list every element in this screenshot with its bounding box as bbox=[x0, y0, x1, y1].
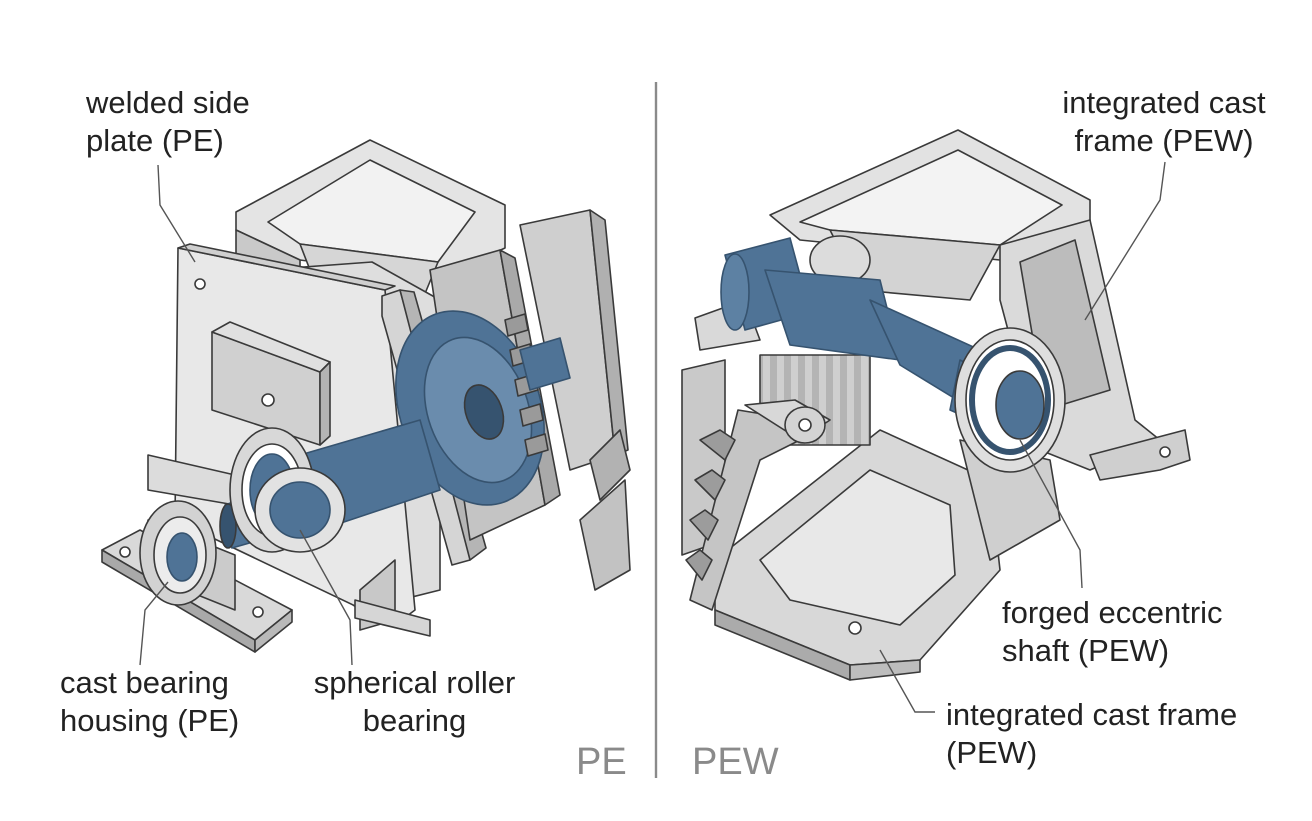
label-line: integrated cast frame bbox=[946, 697, 1238, 732]
pew-assembly bbox=[681, 129, 1191, 681]
leader-welded-side-plate bbox=[157, 164, 196, 263]
label-line: frame (PEW) bbox=[1074, 123, 1254, 158]
spherical-roller-bearing bbox=[229, 427, 346, 553]
label-line: bearing bbox=[362, 703, 467, 738]
leader-integrated-cast-frame-bottom bbox=[879, 649, 935, 713]
label-line: shaft (PEW) bbox=[1002, 633, 1170, 668]
label-line: spherical roller bbox=[313, 665, 516, 700]
label-spherical-roller-bearing: spherical roller bearing bbox=[312, 664, 517, 740]
panel-tag-pew: PEW bbox=[692, 741, 779, 783]
panel-tag-pe: PE bbox=[576, 741, 627, 783]
pew-leader-lines bbox=[879, 161, 1166, 713]
label-line: cast bearing bbox=[60, 665, 229, 700]
pew-cast-frame-bottom bbox=[714, 429, 1061, 681]
label-welded-side-plate: welded side plate (PE) bbox=[86, 84, 250, 160]
label-line: integrated cast bbox=[1062, 85, 1266, 120]
leader-integrated-cast-frame-top bbox=[1084, 161, 1166, 321]
leader-cast-bearing-housing bbox=[139, 581, 169, 666]
pew-bearing bbox=[954, 327, 1066, 473]
leader-spherical-roller-bearing bbox=[299, 529, 353, 666]
cast-bearing-housing bbox=[101, 500, 293, 653]
pe-assembly bbox=[101, 139, 631, 653]
pe-leader-lines bbox=[139, 164, 353, 666]
label-forged-eccentric-shaft: forged eccentric shaft (PEW) bbox=[1002, 594, 1223, 670]
label-line: forged eccentric bbox=[1002, 595, 1223, 630]
label-integrated-cast-frame-bottom: integrated cast frame (PEW) bbox=[946, 696, 1237, 772]
pew-jaw-plate bbox=[685, 399, 831, 611]
label-integrated-cast-frame-top: integrated cast frame (PEW) bbox=[1058, 84, 1270, 160]
label-line: (PEW) bbox=[946, 735, 1038, 770]
label-cast-bearing-housing: cast bearing housing (PE) bbox=[60, 664, 239, 740]
leader-forged-eccentric-shaft bbox=[1019, 439, 1083, 589]
label-line: plate (PE) bbox=[86, 123, 224, 158]
label-line: housing (PE) bbox=[60, 703, 240, 738]
label-line: welded side bbox=[86, 85, 250, 120]
